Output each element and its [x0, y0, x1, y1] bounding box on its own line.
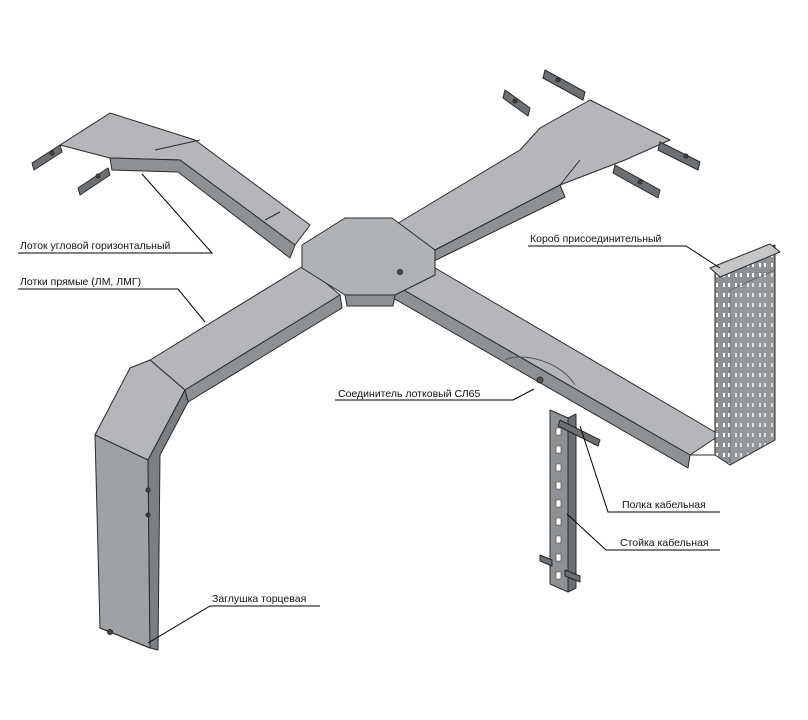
upper-right-arm	[391, 69, 701, 263]
leader-corner-tray	[18, 173, 214, 254]
label-cable-shelf: Полка кабельная	[622, 499, 706, 511]
leader-end-cap	[147, 605, 320, 644]
connector-box	[690, 243, 781, 466]
cable-shelf	[557, 419, 601, 447]
leader-cable-post	[566, 513, 720, 551]
leader-straight-trays	[18, 288, 206, 323]
leader-connector-box	[528, 245, 721, 269]
leader-cable-shelf	[579, 425, 720, 513]
label-connector-box: Короб присоединительный	[530, 233, 662, 245]
lower-left-arm	[94, 264, 343, 651]
label-straight-trays: Лотки прямые (ЛМ, ЛМГ)	[20, 276, 142, 288]
upper-left-arm	[31, 112, 311, 259]
cable-post	[539, 409, 581, 593]
label-cable-post: Стойка кабельная	[620, 537, 709, 549]
label-corner-tray: Лоток угловой горизонтальный	[20, 240, 171, 252]
label-end-cap: Заглушка торцевая	[212, 593, 307, 605]
leader-tray-connector	[335, 388, 535, 401]
label-tray-connector: Соединитель лотковый СЛ65	[338, 388, 481, 400]
